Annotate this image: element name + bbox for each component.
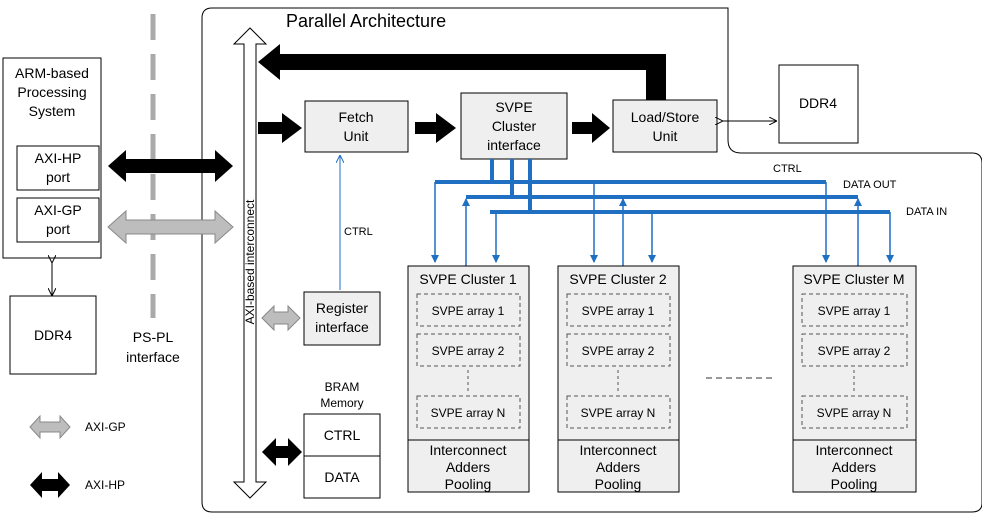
fetch-unit-label-1: Fetch <box>338 109 373 125</box>
bus-label-ctrl: CTRL <box>773 163 802 175</box>
register-interface-label-1: Register <box>316 300 368 316</box>
axi-interconnect-bar <box>232 27 268 499</box>
gp-register-arrow <box>261 304 301 332</box>
axi-interconnect-label: AXI-based interconnect <box>243 199 257 324</box>
svpe-to-loadstore-arrow <box>572 113 610 143</box>
cluster-title: SVPE Cluster M <box>803 271 904 287</box>
bram-data-label: DATA <box>324 469 360 485</box>
cluster-footer-1: Interconnect <box>429 442 506 458</box>
svpe-array: SVPE array 1 <box>818 304 891 318</box>
arm-title-3: System <box>29 103 76 119</box>
svpe-array: SVPE array N <box>431 406 506 420</box>
bus-lines <box>431 159 894 266</box>
svpe-cluster: SVPE Cluster 1 SVPE array 1 SVPE array 2… <box>407 265 530 493</box>
interconnect-to-fetch-arrow <box>258 113 302 143</box>
svpe-array: SVPE array 1 <box>432 304 505 318</box>
register-interface-label-2: interface <box>315 319 369 335</box>
legend: AXI-GP AXI-HP <box>29 414 126 498</box>
fetch-unit-box <box>304 100 409 153</box>
svpe-array: SVPE array 1 <box>582 304 655 318</box>
load-store-label-1: Load/Store <box>631 109 700 125</box>
cluster-footer-1: Interconnect <box>579 442 656 458</box>
bram-title-1: BRAM <box>325 380 360 394</box>
cluster-footer-3: Pooling <box>445 476 492 492</box>
register-interface-box <box>303 291 381 346</box>
parallel-architecture-region <box>201 7 982 513</box>
arm-title-1: ARM-based <box>15 65 89 81</box>
cluster-footer-2: Adders <box>596 459 640 475</box>
ddr4-left-label: DDR4 <box>34 327 72 343</box>
legend-gp-label: AXI-GP <box>85 420 126 434</box>
ctrl-label-fetch: CTRL <box>344 226 373 238</box>
svpe-interface-label-1: SVPE <box>495 99 532 115</box>
cluster-footer-3: Pooling <box>595 476 642 492</box>
cluster-title: SVPE Cluster 1 <box>419 271 516 287</box>
cluster-footer-1: Interconnect <box>815 442 892 458</box>
arm-processing-system: ARM-based Processing System AXI-HP port … <box>2 57 102 259</box>
bram-ctrl-label: CTRL <box>324 427 361 443</box>
axi-gp-port-1: AXI-GP <box>34 202 81 218</box>
svpe-cluster: SVPE Cluster M SVPE array 1 SVPE array 2… <box>792 265 917 493</box>
svpe-interface-label-2: Cluster <box>492 118 537 134</box>
svpe-array: SVPE array N <box>581 406 656 420</box>
ddr4-right-box <box>778 64 859 144</box>
svpe-array: SVPE array 2 <box>582 344 655 358</box>
svpe-array: SVPE array 2 <box>818 344 891 358</box>
bram-data-box <box>303 455 381 499</box>
ps-pl-label-2: interface <box>126 349 180 365</box>
cluster-title: SVPE Cluster 2 <box>569 271 666 287</box>
cluster-footer-2: Adders <box>832 459 876 475</box>
load-store-box <box>612 99 718 153</box>
axi-gp-arrow <box>107 209 234 245</box>
axi-hp-arrow <box>108 150 233 182</box>
ddr4-left-box <box>9 295 97 375</box>
axi-gp-port-2: port <box>46 221 70 237</box>
legend-gp-arrow-icon <box>29 414 71 440</box>
svpe-array: SVPE array 2 <box>432 344 505 358</box>
bus-label-data-out: DATA OUT <box>843 179 897 191</box>
svpe-cluster: SVPE Cluster 2 SVPE array 1 SVPE array 2… <box>557 265 680 493</box>
svpe-interface-box <box>460 92 568 160</box>
axi-hp-port-2: port <box>46 169 70 185</box>
loadstore-return-arrow <box>258 44 666 100</box>
hp-bram-arrow <box>262 438 302 466</box>
load-store-label-2: Unit <box>653 128 678 144</box>
svpe-interface-label-3: interface <box>487 137 541 153</box>
ps-pl-label-1: PS-PL <box>133 329 174 345</box>
axi-hp-port-1: AXI-HP <box>35 150 82 166</box>
cluster-footer-3: Pooling <box>831 476 878 492</box>
legend-hp-arrow-icon <box>30 472 70 498</box>
region-title: Parallel Architecture <box>286 11 446 31</box>
legend-hp-label: AXI-HP <box>85 478 125 492</box>
cluster-footer-2: Adders <box>446 459 490 475</box>
ddr4-right-label: DDR4 <box>799 95 837 111</box>
arm-title-2: Processing <box>17 84 86 100</box>
fetch-to-svpe-arrow <box>415 113 456 143</box>
bram-title-2: Memory <box>320 396 363 410</box>
svpe-array: SVPE array N <box>817 406 892 420</box>
fetch-unit-label-2: Unit <box>344 128 369 144</box>
bus-label-data-in: DATA IN <box>906 206 947 218</box>
